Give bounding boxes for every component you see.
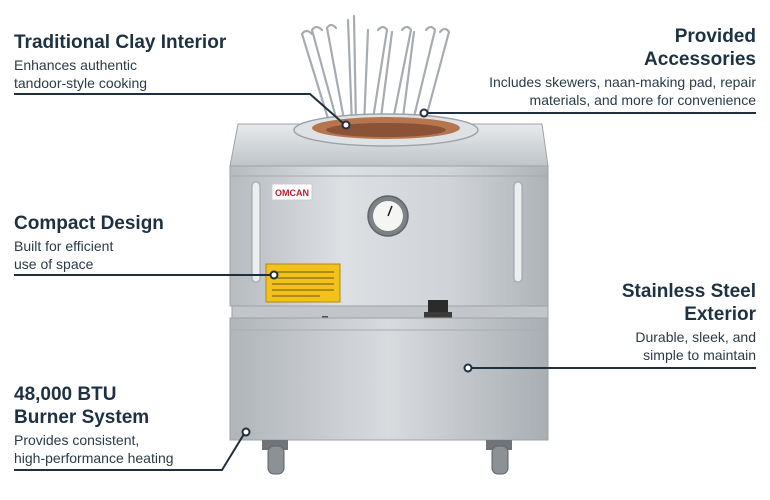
callout-desc: Enhances authentic: [14, 57, 137, 73]
callout-title: Provided: [674, 26, 756, 47]
callout-desc: tandoor-style cooking: [14, 75, 148, 91]
callout-desc: simple to maintain: [643, 347, 756, 363]
callout-title: Burner System: [14, 407, 150, 428]
callout-clay-interior: Traditional Clay Interior Enhances authe…: [14, 31, 226, 92]
callout-title: Traditional Clay Interior: [14, 32, 227, 53]
callout-desc: Durable, sleek, and: [635, 329, 756, 345]
callout-title: Accessories: [644, 49, 756, 70]
lower-base: [229, 317, 549, 441]
callout-desc: use of space: [14, 256, 94, 272]
callout-title: Stainless Steel: [621, 281, 756, 302]
callout-title: 48,000 BTU: [14, 384, 117, 405]
callout-desc: Provides consistent,: [14, 432, 140, 448]
callout-compact-design: Compact Design Built for efficient use of…: [14, 212, 164, 273]
mid-frame: [231, 305, 549, 319]
callout-desc: materials, and more for convenience: [529, 92, 756, 108]
callout-desc: high-performance heating: [14, 450, 174, 466]
callout-desc: Built for efficient: [14, 238, 114, 254]
callout-title: Exterior: [684, 304, 756, 325]
brand-logo-text: OMCAN: [275, 188, 309, 198]
casters: [262, 440, 512, 475]
leader-lines: [14, 93, 756, 471]
skewers: [300, 14, 451, 127]
upper-cabinet: OMCAN: [229, 113, 549, 307]
callout-title: Compact Design: [14, 213, 164, 234]
callout-desc: Includes skewers, naan-making pad, repai…: [489, 74, 756, 90]
